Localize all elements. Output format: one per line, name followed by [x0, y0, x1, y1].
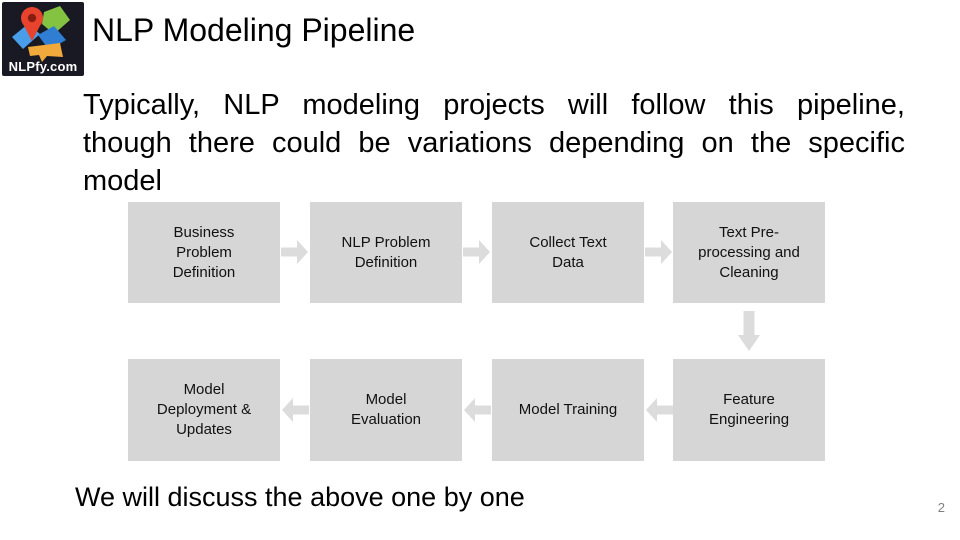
arrow-left-icon: [282, 398, 309, 422]
page-number: 2: [937, 500, 945, 515]
pipeline-step-nlp-problem-definition: NLP Problem Definition: [310, 202, 462, 303]
arrow-left-icon: [464, 398, 491, 422]
intro-paragraph: Typically, NLP modeling projects will fo…: [83, 86, 905, 200]
pipeline-step-model-evaluation: Model Evaluation: [310, 359, 462, 461]
pipeline-step-feature-engineering: Feature Engineering: [673, 359, 825, 461]
intro-line: model: [83, 165, 162, 197]
pipeline-step-model-deployment-updates: Model Deployment & Updates: [128, 359, 280, 461]
footer-sentence: We will discuss the above one by one: [75, 482, 525, 512]
pipeline-step-model-training: Model Training: [492, 359, 644, 461]
step-label: Business Problem Definition: [172, 223, 236, 281]
step-label: Model Training: [518, 401, 618, 418]
arrow-right-icon: [281, 240, 308, 264]
step-label: Collect Text Data: [529, 233, 607, 271]
nlpfy-logo: NLPfy.com: [2, 2, 84, 76]
step-label: Model Evaluation: [350, 391, 422, 428]
arrow-right-icon: [645, 240, 672, 264]
arrow-right-icon: [463, 240, 490, 264]
pipeline-step-collect-text-data: Collect Text Data: [492, 202, 644, 303]
logo-brand-text: NLPfy.com: [8, 59, 78, 74]
arrow-down-icon: [738, 311, 760, 351]
intro-line: though there could be variations dependi…: [83, 127, 905, 159]
step-label: NLP Problem Definition: [341, 233, 431, 271]
pipeline-step-business-problem-definition: Business Problem Definition: [128, 202, 280, 303]
map-pin-icon: [12, 6, 70, 62]
slide-title: NLP Modeling Pipeline: [92, 12, 416, 48]
step-label: Feature Engineering: [708, 391, 790, 428]
arrow-left-icon: [646, 398, 673, 422]
step-label: Text Pre- processing and Cleaning: [698, 223, 800, 281]
intro-line: Typically, NLP modeling projects will fo…: [83, 89, 905, 121]
pipeline-step-text-preprocessing-cleaning: Text Pre- processing and Cleaning: [673, 202, 825, 303]
step-label: Model Deployment & Updates: [156, 381, 252, 438]
